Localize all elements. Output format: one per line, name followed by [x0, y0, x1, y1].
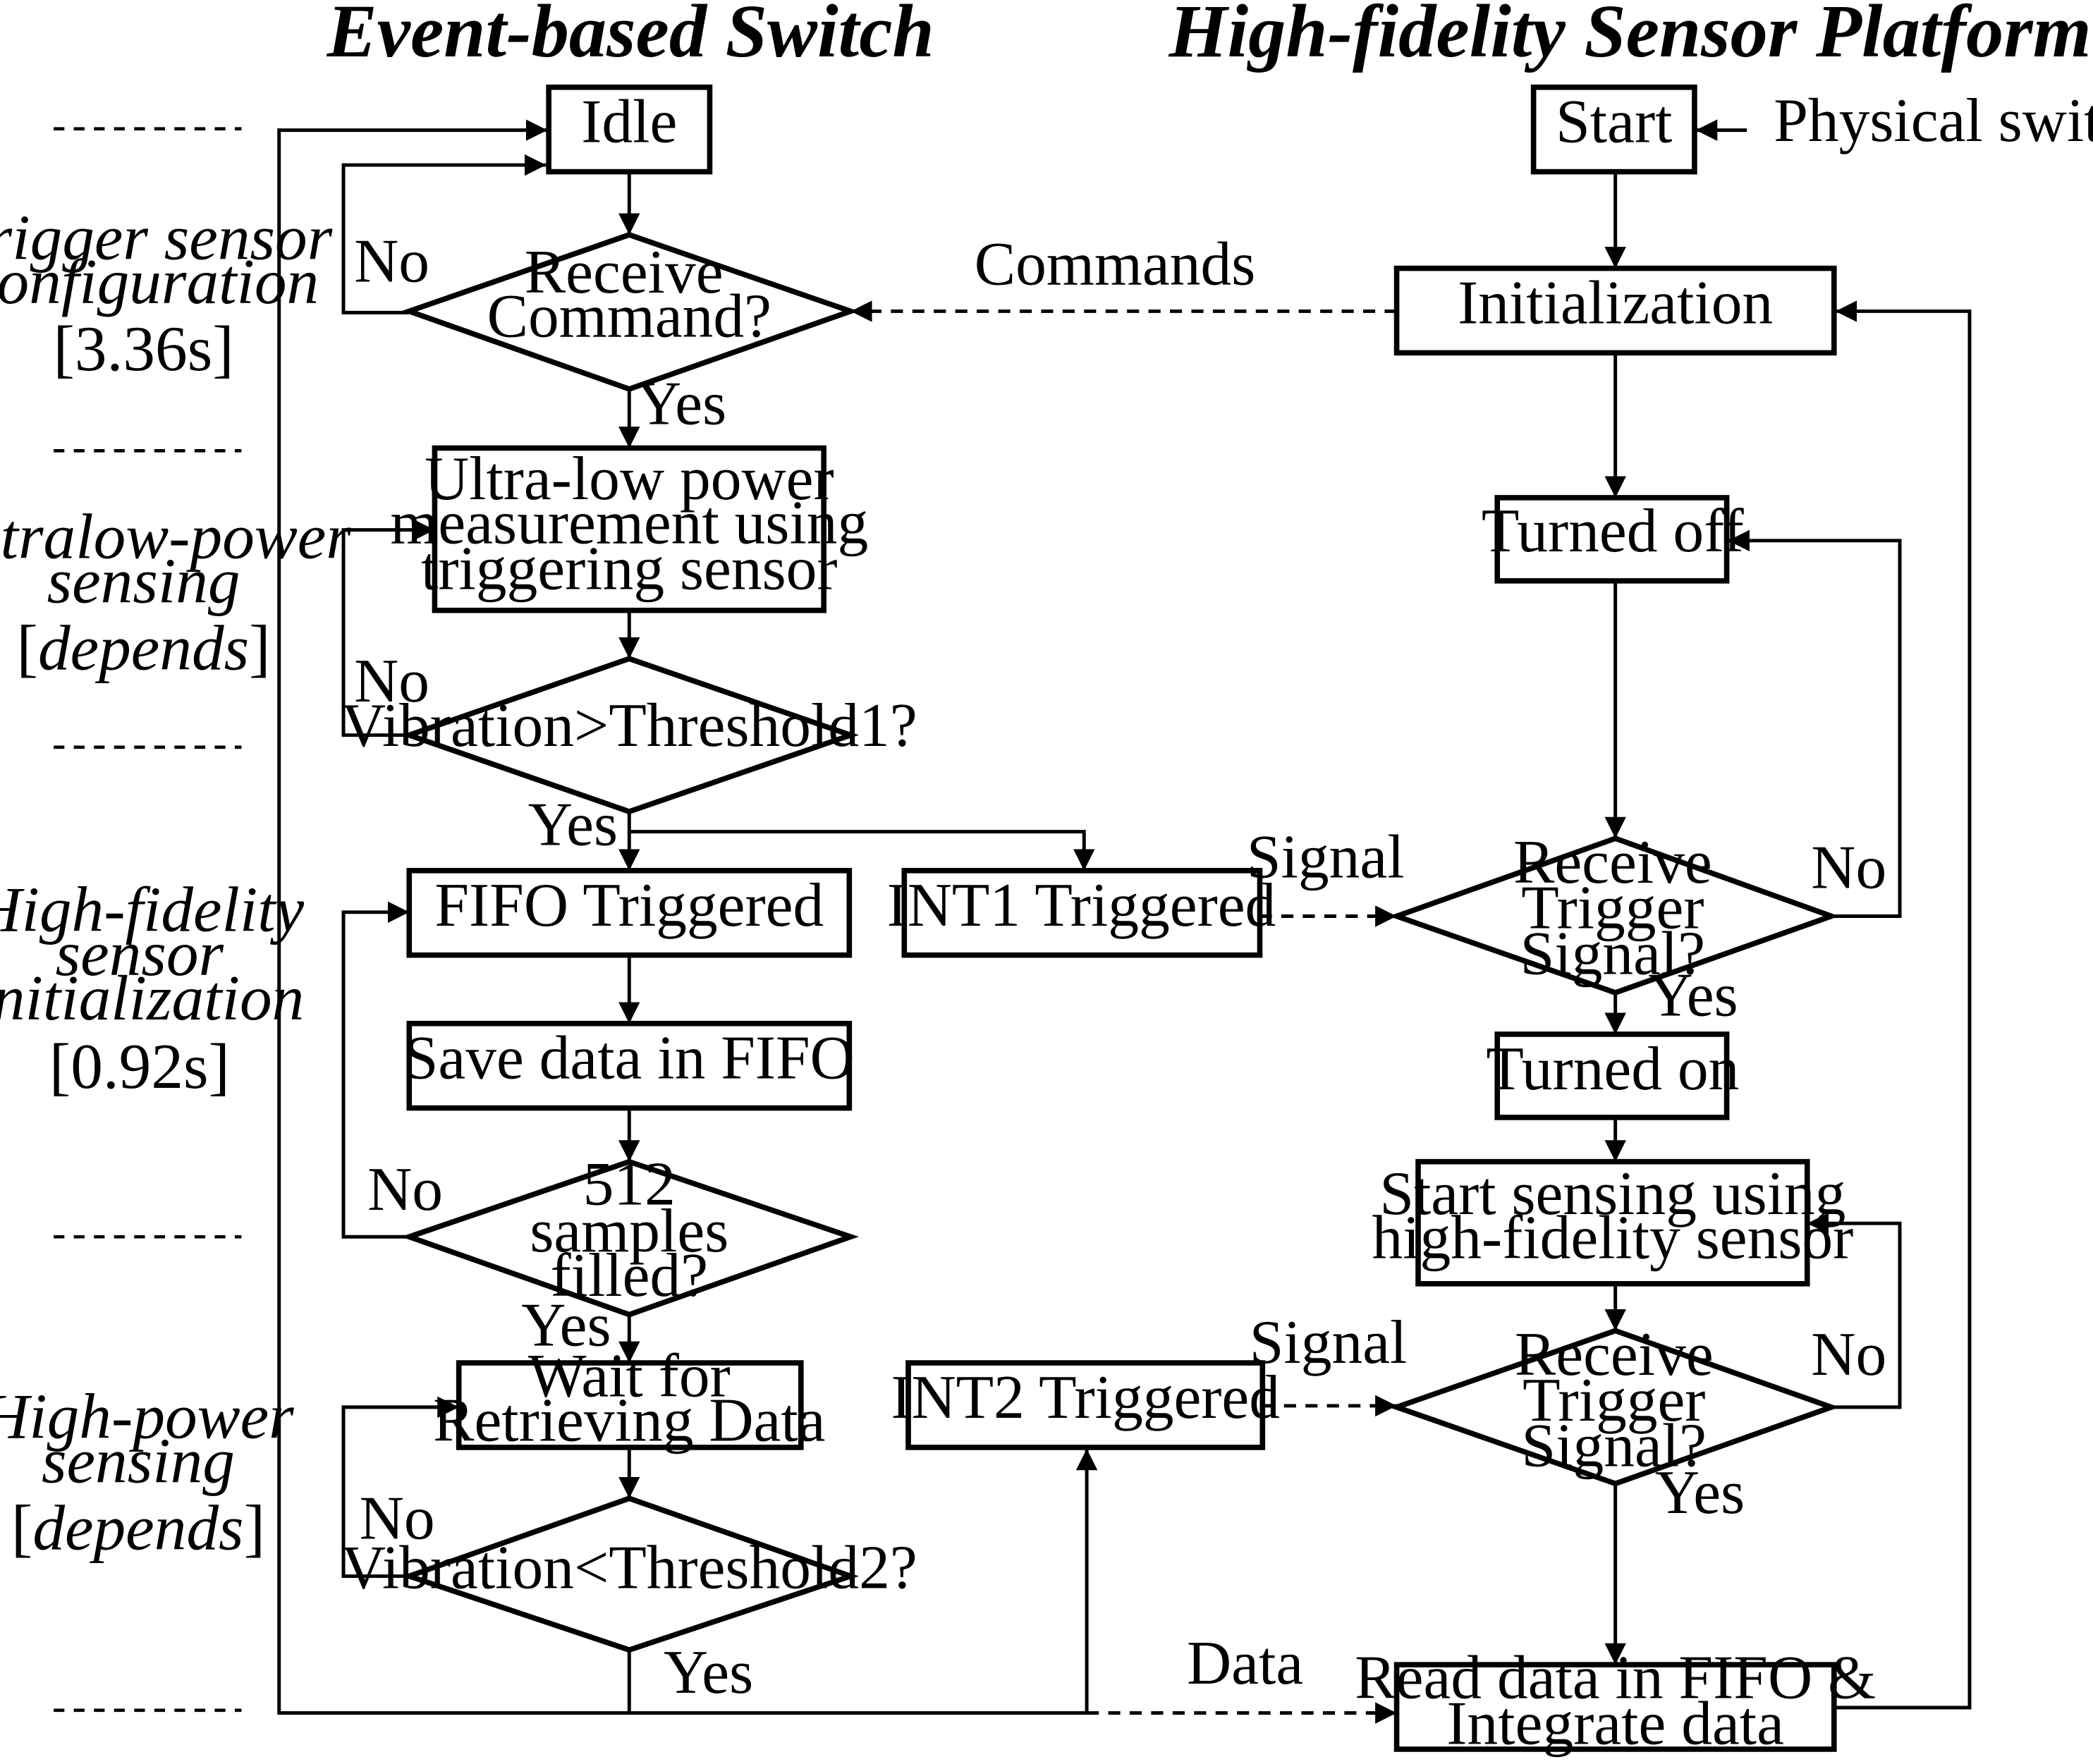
- start-sensing-node: Start sensing using high-fidelity sensor: [1372, 1158, 1853, 1287]
- signal-label: Signal: [1247, 822, 1405, 890]
- wait-retrieving-data-node: Wait for Retrieving Data: [433, 1342, 825, 1454]
- phase-trigger-config: Trigger sensor configuration [3.36s]: [0, 202, 333, 384]
- svg-text:Read data in FIFO &: Read data in FIFO &: [1355, 1643, 1876, 1712]
- ultra-low-power-measurement-node: Ultra-low power measurement using trigge…: [390, 444, 868, 613]
- svg-text:triggering sensor: triggering sensor: [421, 534, 838, 602]
- svg-text:Receive: Receive: [1515, 1320, 1714, 1388]
- no-label: No: [1811, 833, 1886, 902]
- yes-label: Yes: [664, 1638, 753, 1706]
- svg-text:Save data in FIFO: Save data in FIFO: [404, 1024, 855, 1092]
- svg-text:Trigger sensor: Trigger sensor: [0, 202, 333, 273]
- receive-trigger-signal-decision-1: Receive Trigger Signal?: [1389, 828, 1840, 996]
- samples-filled-decision: 512 samples filled?: [401, 1150, 859, 1318]
- svg-text:High-power: High-power: [0, 1381, 294, 1452]
- initialization-node: Initialization: [1393, 265, 1837, 356]
- svg-text:Retrieving Data: Retrieving Data: [433, 1385, 825, 1454]
- start-node: Start: [1530, 84, 1697, 175]
- svg-text:measurement using: measurement using: [390, 489, 868, 557]
- svg-text:Start: Start: [1556, 87, 1672, 156]
- svg-text:configuration: configuration: [0, 246, 319, 317]
- fifo-triggered-node: FIFO Triggered: [406, 868, 853, 958]
- phase-ultralow-power: Ultralow-power sensing [depends]: [0, 501, 351, 684]
- signal-label: Signal: [1250, 1308, 1408, 1376]
- svg-text:filled?: filled?: [551, 1241, 709, 1309]
- svg-text:Receive: Receive: [1513, 828, 1712, 896]
- svg-text:Ultralow-power: Ultralow-power: [0, 501, 351, 572]
- svg-text:Turned on: Turned on: [1486, 1034, 1739, 1103]
- svg-text:Signal?: Signal?: [1522, 1411, 1707, 1480]
- receive-command-decision: Receive Command?: [401, 231, 859, 392]
- svg-text:initialization: initialization: [0, 962, 304, 1034]
- edge-labels: Commands Signal Signal Data No Yes No Ye…: [354, 227, 1886, 1706]
- phase-duration: [depends]: [11, 1493, 265, 1564]
- phase-duration: [0.92s]: [49, 1031, 230, 1102]
- no-label: No: [367, 1155, 443, 1223]
- svg-text:INT1 Triggered: INT1 Triggered: [887, 871, 1276, 939]
- yes-label: Yes: [1655, 1458, 1745, 1526]
- phase-duration: [3.36s]: [53, 313, 233, 384]
- phase-duration: [depends]: [17, 612, 271, 683]
- svg-text:512: 512: [583, 1150, 676, 1218]
- svg-text:Vibration<Threshold2?: Vibration<Threshold2?: [341, 1533, 917, 1602]
- svg-text:sensor: sensor: [56, 918, 224, 989]
- svg-text:high-fidelity sensor: high-fidelity sensor: [1372, 1203, 1853, 1272]
- svg-text:Receive: Receive: [525, 238, 724, 306]
- svg-text:INT2 Triggered: INT2 Triggered: [891, 1363, 1280, 1431]
- turned-off-node: Turned off: [1482, 495, 1745, 584]
- no-label: No: [354, 647, 429, 715]
- phase-high-fidelity-init: High-fidelity sensor initialization [0.9…: [0, 874, 305, 1102]
- left-column-header: Event-based Switch: [327, 0, 934, 73]
- yes-label: Yes: [521, 1290, 611, 1359]
- svg-text:Idle: Idle: [581, 87, 677, 156]
- svg-text:High-fidelity: High-fidelity: [0, 874, 305, 945]
- yes-label: Yes: [528, 790, 618, 859]
- read-data-fifo-node: Read data in FIFO & Integrate data: [1355, 1643, 1876, 1758]
- int2-triggered-node: INT2 Triggered: [891, 1360, 1280, 1450]
- svg-text:FIFO Triggered: FIFO Triggered: [434, 871, 824, 939]
- svg-text:sensing: sensing: [47, 545, 240, 616]
- svg-text:sensing: sensing: [42, 1425, 235, 1496]
- phase-high-power: High-power sensing [depends]: [0, 1381, 294, 1564]
- yes-label: Yes: [637, 369, 726, 437]
- int1-triggered-node: INT1 Triggered: [887, 868, 1276, 958]
- svg-text:samples: samples: [530, 1196, 728, 1265]
- svg-text:Trigger: Trigger: [1523, 1366, 1705, 1434]
- no-label: No: [1811, 1320, 1886, 1388]
- svg-text:Command?: Command?: [487, 282, 771, 350]
- no-label: No: [360, 1483, 435, 1552]
- no-label: No: [354, 227, 429, 295]
- connectors: [277, 119, 1972, 1724]
- receive-trigger-signal-decision-2: Receive Trigger Signal?: [1389, 1320, 1840, 1487]
- svg-text:Wait for: Wait for: [528, 1342, 731, 1410]
- svg-text:Trigger: Trigger: [1521, 874, 1704, 942]
- vibration-threshold2-decision: Vibration<Threshold2?: [341, 1495, 917, 1653]
- svg-text:Signal?: Signal?: [1520, 919, 1705, 987]
- vibration-threshold1-decision: Vibration>Threshold1?: [341, 656, 917, 815]
- svg-text:Vibration>Threshold1?: Vibration>Threshold1?: [341, 691, 917, 759]
- right-column-header: High-fidelity Sensor Platform: [1168, 0, 2092, 73]
- svg-text:Turned off: Turned off: [1482, 496, 1745, 565]
- svg-text:Start sensing using: Start sensing using: [1379, 1159, 1845, 1227]
- turned-on-node: Turned on: [1486, 1031, 1739, 1120]
- physical-switch-label: Physical switch is on: [1774, 86, 2093, 154]
- svg-text:Ultra-low power: Ultra-low power: [425, 444, 834, 513]
- data-label: Data: [1187, 1629, 1303, 1697]
- save-data-fifo-node: Save data in FIFO: [404, 1020, 855, 1111]
- idle-node: Idle: [546, 84, 713, 175]
- commands-label: Commands: [975, 229, 1256, 298]
- svg-text:Initialization: Initialization: [1458, 269, 1773, 337]
- svg-text:Integrate data: Integrate data: [1446, 1689, 1784, 1757]
- yes-label: Yes: [1648, 960, 1738, 1029]
